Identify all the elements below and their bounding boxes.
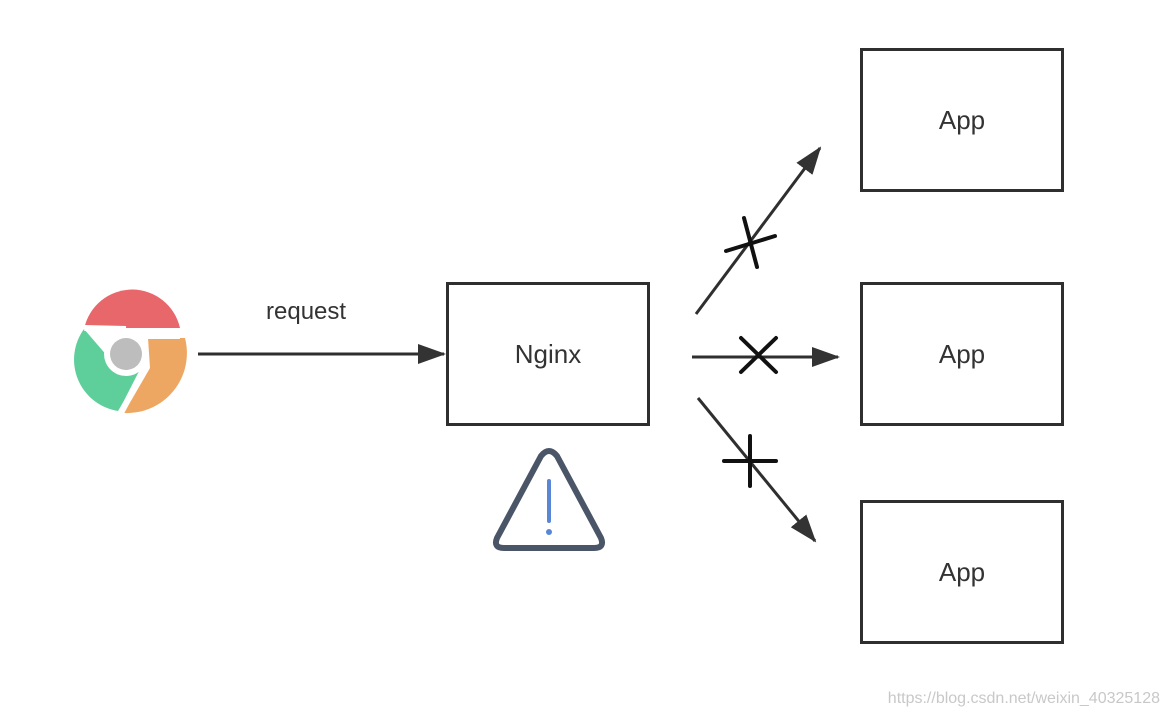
- app-label: App: [938, 104, 986, 135]
- cross-icon: [722, 434, 778, 488]
- warning-triangle-icon: [492, 448, 606, 551]
- watermark: https://blog.csdn.net/weixin_40325128: [887, 690, 1160, 707]
- arrow-to-top-app: [694, 146, 822, 315]
- app-label: App: [938, 338, 986, 369]
- chrome-icon: [66, 289, 187, 415]
- app-label: App: [938, 556, 986, 587]
- app-box-top: App: [860, 48, 1064, 192]
- arrow-to-bottom-app: [696, 397, 817, 543]
- cross-icon: [739, 336, 778, 374]
- nginx-box: Nginx: [446, 282, 650, 426]
- app-box-bottom: App: [860, 500, 1064, 644]
- nginx-label: Nginx: [514, 338, 582, 369]
- cross-icon: [724, 216, 777, 269]
- app-box-middle: App: [860, 282, 1064, 426]
- request-label: request: [266, 298, 347, 325]
